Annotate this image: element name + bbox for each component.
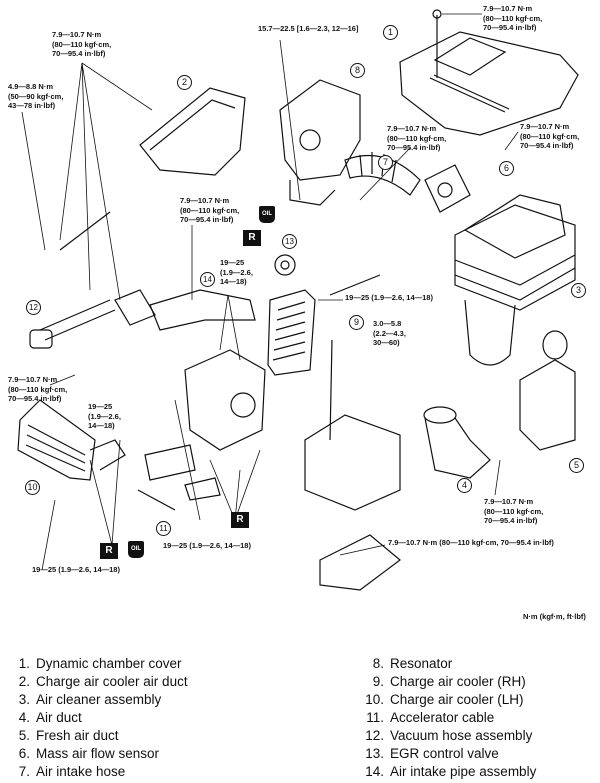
torque-spec: 7.9—10.7 N·m (80—110 kgf·cm, 70—95.4 in·… (387, 124, 447, 152)
legend-item: 2.Charge air cooler air duct (18, 674, 188, 689)
exploded-view-drawing (17, 9, 579, 591)
torque-spec: 7.9—10.7 N·m (80—110 kgf·cm, 70—95.4 in·… (180, 196, 240, 224)
air-intake-pipe-assembly-part (114, 289, 256, 331)
units-note: N·m (kgf·m, ft·lbf) (523, 612, 586, 621)
air-duct-part (423, 406, 491, 479)
replace-symbol: R (243, 230, 261, 246)
torque-spec: 19—25 (1.9—2.6, 14—18) (32, 565, 120, 574)
callout-13: 13 (282, 234, 297, 249)
oil-can-icon: OIL (128, 541, 144, 558)
charge-air-cooler-rh-part (267, 289, 316, 376)
torque-spec: 7.9—10.7 N·m (80—110 kgf·cm, 70—95.4 in·… (388, 538, 554, 547)
torque-spec: 7.9—10.7 N·m (80—110 kgf·cm, 70—95.4 in·… (484, 497, 544, 525)
air-intake-hose-part (344, 152, 421, 196)
legend-item: 9.Charge air cooler (RH) (372, 674, 526, 689)
torque-spec: 19—25 (1.9—2.6, 14—18) (163, 541, 251, 550)
legend-item: 4.Air duct (18, 710, 82, 725)
legend-item: 6.Mass air flow sensor (18, 746, 160, 761)
callout-6: 6 (499, 161, 514, 176)
replace-symbol: R (100, 543, 118, 559)
parts-legend-right: 8.Resonator 9.Charge air cooler (RH) 10.… (362, 655, 536, 781)
torque-spec: 3.0—5.8 (2.2—4.3, 30—60) (373, 319, 406, 347)
callout-11: 11 (156, 521, 171, 536)
dynamic-chamber-cover-part (399, 9, 579, 136)
callout-4: 4 (457, 478, 472, 493)
battery-tray-part (304, 339, 401, 591)
legend-item: 7.Air intake hose (18, 764, 126, 779)
legend-item: 14.Air intake pipe assembly (365, 764, 537, 779)
callout-10: 10 (25, 480, 40, 495)
legend-item: 5.Fresh air duct (18, 728, 119, 743)
torque-spec: 7.9—10.7 N·m (80—110 kgf·cm, 70—95.4 in·… (8, 375, 68, 403)
accelerator-cable-part (137, 489, 176, 511)
replace-symbol: R (231, 512, 249, 528)
callout-8: 8 (350, 63, 365, 78)
resonator-part (279, 79, 361, 206)
oil-can-icon: OIL (259, 206, 275, 223)
torque-spec: 19—25 (1.9—2.6, 14—18) (345, 293, 433, 302)
legend-item: 11.Accelerator cable (366, 710, 495, 725)
torque-spec: 7.9—10.7 N·m (80—110 kgf·cm, 70—95.4 in·… (52, 30, 112, 58)
callout-3: 3 (571, 283, 586, 298)
callout-1: 1 (383, 25, 398, 40)
callout-12: 12 (26, 300, 41, 315)
callout-2: 2 (177, 75, 192, 90)
torque-spec: 19—25 (1.9—2.6, 14—18) (88, 402, 121, 430)
charge-air-cooler-lh-part (17, 399, 126, 481)
callout-14: 14 (200, 272, 215, 287)
leader-lines (21, 13, 519, 571)
torque-spec: 7.9—10.7 N·m (80—110 kgf·cm, 70—95.4 in·… (520, 122, 580, 150)
charge-air-cooler-air-duct-part (139, 87, 246, 176)
legend-item: 13.EGR control valve (365, 746, 499, 761)
fresh-air-duct-part (519, 330, 576, 451)
throttle-body-part (144, 349, 266, 501)
callout-7: 7 (378, 155, 393, 170)
legend-item: 10.Charge air cooler (LH) (365, 692, 524, 707)
torque-spec: 7.9—10.7 N·m (80—110 kgf·cm, 70—95.4 in·… (483, 4, 543, 32)
mass-air-flow-sensor-part (424, 164, 471, 213)
legend-item: 8.Resonator (372, 656, 453, 671)
vacuum-hose-assembly-part (29, 211, 381, 349)
callout-9: 9 (349, 315, 364, 330)
torque-spec: 4.9—8.8 N·m (50—90 kgf·cm, 43—78 in·lbf) (8, 82, 64, 110)
legend-item: 3.Air cleaner assembly (18, 692, 162, 707)
torque-spec: 15.7—22.5 [1.6—2.3, 12—16] (258, 24, 359, 33)
callout-5: 5 (569, 458, 584, 473)
air-cleaner-assembly-part (454, 194, 576, 366)
legend-item: 1.Dynamic chamber cover (18, 656, 182, 671)
legend-item: 12.Vacuum hose assembly (365, 728, 533, 743)
torque-spec: 19—25 (1.9—2.6, 14—18) (220, 258, 253, 286)
parts-legend-left: 1.Dynamic chamber cover 2.Charge air coo… (8, 655, 188, 781)
egr-control-valve-part (274, 254, 296, 276)
